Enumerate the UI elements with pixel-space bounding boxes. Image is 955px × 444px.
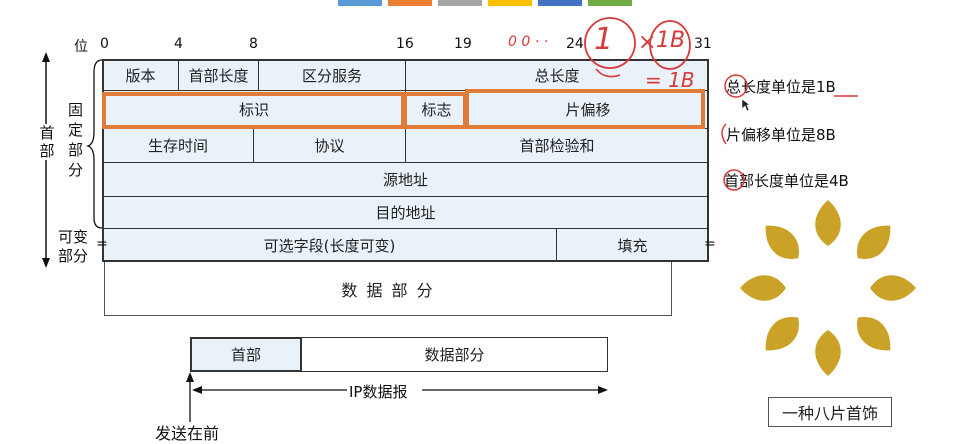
handwriting-layer <box>584 17 691 78</box>
bit-axis-label: 位 <box>74 39 88 55</box>
toolbar-strip <box>338 0 638 6</box>
toolbar-color-4[interactable] <box>488 0 532 6</box>
toolbar-color-2[interactable] <box>388 0 432 6</box>
field-padding: 填充 <box>617 236 648 255</box>
handwritten-unit: 1B <box>656 28 686 53</box>
bit-tick-19: 19 <box>454 36 472 52</box>
ornament-petal <box>815 330 841 376</box>
send-first-label: 发送在前 <box>155 424 220 443</box>
col-divider <box>178 60 179 90</box>
col-divider <box>258 60 259 90</box>
handwritten-one: 1 <box>594 22 614 57</box>
highlight-fragment-offset <box>465 89 705 129</box>
packet-arrow <box>186 372 608 422</box>
bit-tick-31: 31 <box>694 36 712 52</box>
packet-header: 首部 <box>190 337 302 372</box>
col-divider <box>556 229 557 261</box>
ornament-caption: 一种八片首饰 <box>768 397 892 427</box>
field-fragment-offset: 片偏移 <box>565 101 611 119</box>
ornament-petal <box>815 200 841 246</box>
toolbar-color-5[interactable] <box>538 0 582 6</box>
ornament-petal <box>857 317 891 351</box>
packet-data: 数据部分 <box>302 337 608 372</box>
bit-tick-4: 4 <box>174 36 183 52</box>
note-total-length-unit: 总长度单位是1B <box>726 78 836 96</box>
ornament-petal <box>870 275 916 301</box>
bit-tick-16: 16 <box>396 36 414 52</box>
field-total-length: 总长度 <box>534 66 580 85</box>
row-divider <box>103 228 708 229</box>
field-ttl: 生存时间 <box>147 137 208 155</box>
handwritten-times: × <box>638 30 657 55</box>
cursor-icon <box>741 98 751 112</box>
side-brackets <box>42 52 103 268</box>
col-divider <box>253 129 254 162</box>
row-divider <box>103 90 708 91</box>
label-fixed: 固定部分 <box>68 101 84 179</box>
highlight-identification <box>102 92 405 129</box>
bit-tick-0: 0 <box>100 36 109 52</box>
field-data: 数 据 部 分 <box>104 262 672 316</box>
equals-mark-right: = <box>704 236 716 252</box>
field-version: 版本 <box>125 66 156 85</box>
row-divider <box>103 196 708 197</box>
toolbar-color-6[interactable] <box>588 0 632 6</box>
field-protocol: 协议 <box>314 137 345 155</box>
bit-tick-24: 24 <box>566 36 584 52</box>
ornament-petal <box>765 317 799 351</box>
field-options: 可选字段(长度可变) <box>263 236 396 255</box>
col-divider <box>405 129 406 162</box>
field-destination-address: 目的地址 <box>375 204 436 222</box>
field-checksum: 首部检验和 <box>519 137 595 155</box>
packet-label: IP数据报 <box>349 383 408 401</box>
field-header-length: 首部长度 <box>188 66 249 85</box>
ornament-petal <box>857 225 891 259</box>
note-ihl-unit: 首部长度单位是4B <box>724 172 849 190</box>
field-source-address: 源地址 <box>382 171 428 189</box>
handwritten-dots: 0 0 · · <box>508 34 549 50</box>
ornament-petal <box>765 225 799 259</box>
highlight-flags <box>403 92 467 129</box>
ornament-illustration <box>740 200 916 376</box>
label-variable: 可变部分 <box>58 228 89 265</box>
col-divider <box>405 60 406 90</box>
label-header: 首部 <box>38 124 56 160</box>
note-fragment-unit: 片偏移单位是8B <box>726 126 836 144</box>
ornament-petal <box>740 275 786 301</box>
equals-mark-left: = <box>96 236 108 252</box>
toolbar-color-3[interactable] <box>438 0 482 6</box>
handwritten-equals: = 1B <box>645 68 695 92</box>
row-divider <box>103 162 708 163</box>
bit-tick-8: 8 <box>249 36 258 52</box>
toolbar-color-1[interactable] <box>338 0 382 6</box>
field-identification: 标识 <box>238 101 269 119</box>
field-tos: 区分服务 <box>301 66 362 85</box>
note-red-marks <box>721 74 858 191</box>
field-flags: 标志 <box>421 101 452 119</box>
